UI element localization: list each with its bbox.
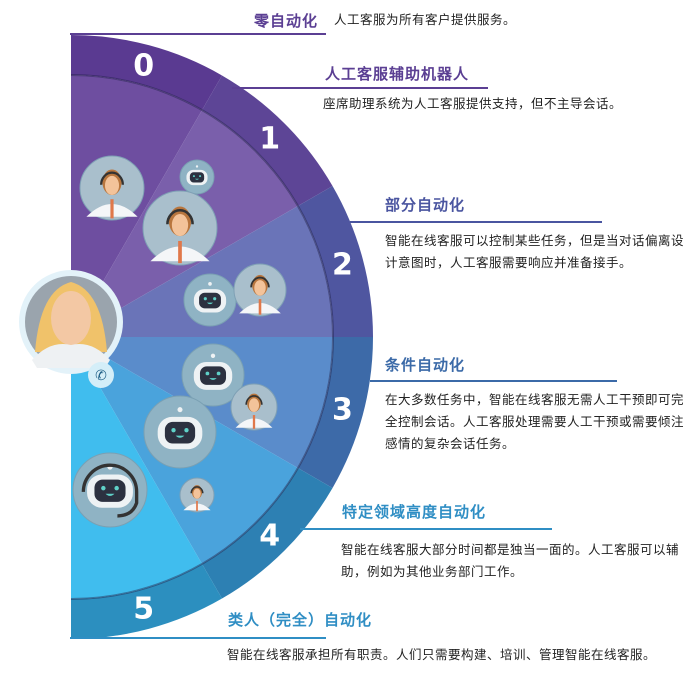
level-1-title: 人工客服辅助机器人 — [325, 65, 470, 83]
ring-sector-0 — [71, 35, 222, 111]
level-2-desc: 智能在线客服可以控制某些任务，但是当对话偏离设计意图时，人工客服需要响应并准备接… — [385, 233, 685, 270]
level-2-title: 部分自动化 — [385, 196, 466, 214]
ring-sector-2 — [297, 186, 373, 337]
ring-sector-4 — [202, 468, 333, 599]
level-2-rule — [350, 221, 602, 223]
level-3-title: 条件自动化 — [385, 356, 466, 374]
level-3-desc: 在大多数任务中，智能在线客服无需人工干预即可完全控制会话。人工客服处理需要人工干… — [385, 392, 685, 451]
level-5-number: 5 — [133, 591, 154, 626]
ring-sector-5 — [71, 563, 222, 639]
ring-separator — [70, 74, 334, 600]
svg-text:✆: ✆ — [95, 368, 107, 384]
level-4-rule — [300, 528, 552, 530]
robot-icon — [179, 159, 215, 195]
agent-icon — [233, 263, 287, 317]
level-1-rule — [232, 87, 488, 89]
level-0-number: 0 — [133, 49, 154, 84]
level-5-rule — [70, 637, 326, 639]
level-4-number: 4 — [259, 519, 280, 554]
agent-icon — [230, 383, 278, 431]
level-4-desc: 智能在线客服大部分时间都是独当一面的。人工客服可以辅助，例如为其他业务部门工作。 — [341, 542, 680, 579]
ring-sector-1 — [202, 75, 333, 206]
level-4-title: 特定领域高度自动化 — [342, 503, 487, 521]
level-3-rule — [370, 380, 617, 382]
agent-icon — [179, 477, 215, 513]
robot-icon — [181, 343, 245, 407]
level-2-number: 2 — [332, 247, 353, 282]
level-5-title: 类人（完全）自动化 — [228, 611, 373, 629]
level-0-title: 零自动化 — [254, 12, 319, 30]
level-3-number: 3 — [332, 393, 353, 428]
level-5-desc: 智能在线客服承担所有职责。人们只需要构建、培训、管理智能在线客服。 — [227, 647, 657, 662]
agent-icon — [79, 155, 145, 221]
agent-icon — [142, 190, 218, 266]
level-1-desc: 座席助理系统为人工客服提供支持，但不主导会话。 — [323, 96, 623, 111]
customer-icon — [19, 270, 123, 374]
robot-icon — [72, 452, 148, 528]
ring-sector-3 — [297, 337, 373, 488]
level-0-rule — [70, 33, 326, 35]
level-0-desc: 人工客服为所有客户提供服务。 — [334, 12, 517, 27]
phone-icon[interactable]: ✆ — [88, 362, 114, 388]
robot-icon — [143, 395, 217, 469]
robot-icon — [183, 273, 237, 327]
level-1-number: 1 — [259, 121, 280, 156]
